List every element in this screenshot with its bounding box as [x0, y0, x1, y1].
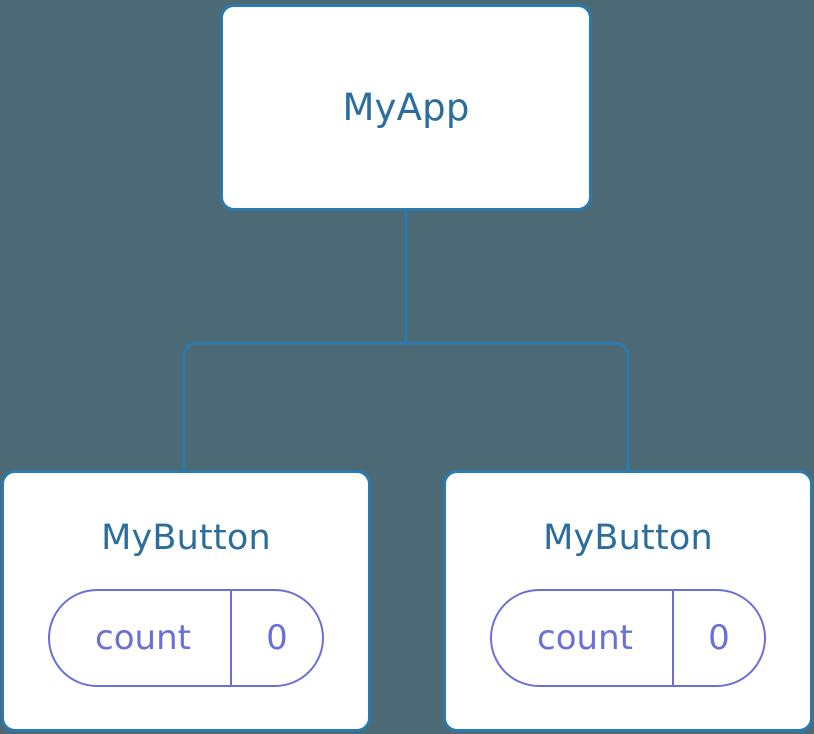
edge-root-to-children — [182, 211, 630, 470]
state-pill[interactable]: count 0 — [490, 589, 766, 687]
node-mybutton-left[interactable]: MyButton count 0 — [1, 470, 371, 732]
node-mybutton-right[interactable]: MyButton count 0 — [443, 470, 813, 732]
node-myapp[interactable]: MyApp — [220, 4, 592, 211]
state-pill[interactable]: count 0 — [48, 589, 324, 687]
state-value: 0 — [672, 591, 764, 685]
node-title: MyApp — [342, 86, 470, 129]
state-value: 0 — [230, 591, 322, 685]
state-key: count — [95, 618, 191, 658]
node-title: MyButton — [543, 518, 713, 558]
state-key: count — [537, 618, 633, 658]
node-title: MyButton — [101, 518, 271, 558]
